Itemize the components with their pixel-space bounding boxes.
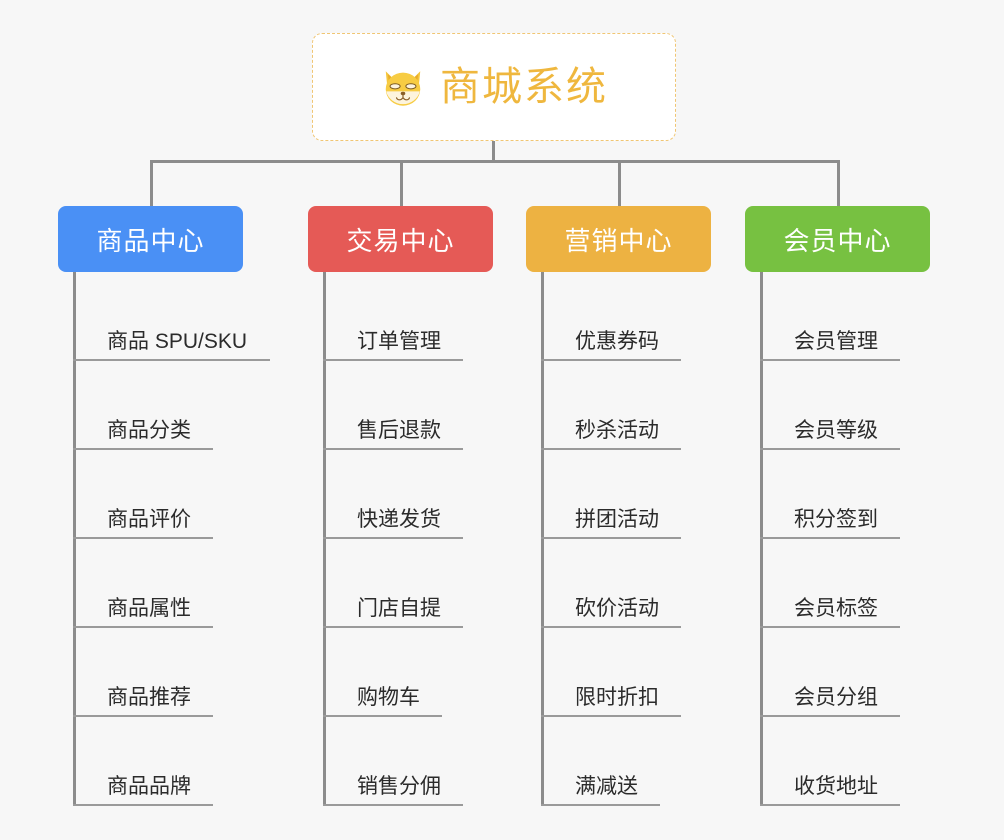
leaf-item[interactable]: 拼团活动: [541, 450, 681, 539]
category-box-marketing-center[interactable]: 营销中心: [526, 206, 711, 272]
shiba-dog-icon: [385, 71, 421, 106]
leaf-item-label: 商品评价: [107, 508, 191, 531]
leaf-item-label: 会员标签: [794, 597, 878, 620]
leaf-item-label: 秒杀活动: [575, 419, 659, 442]
leaf-item[interactable]: 积分签到: [760, 450, 900, 539]
category-label: 商品中心: [96, 225, 205, 256]
leaf-item[interactable]: 商品分类: [73, 361, 213, 450]
leaf-item-label: 订单管理: [357, 330, 441, 353]
category-box-member-center[interactable]: 会员中心: [745, 206, 930, 272]
connector-horizontal-bus: [150, 160, 840, 163]
leaf-item-label: 购物车: [357, 686, 420, 709]
connector-drop-2: [400, 160, 403, 208]
column-stem: [760, 272, 763, 806]
category-label: 会员中心: [783, 225, 892, 256]
leaf-item[interactable]: 门店自提: [323, 539, 463, 628]
leaf-item[interactable]: 快递发货: [323, 450, 463, 539]
leaf-item-label: 会员管理: [794, 330, 878, 353]
leaf-item-label: 优惠券码: [575, 330, 659, 353]
leaf-item-label: 会员等级: [794, 419, 878, 442]
leaf-item[interactable]: 会员标签: [760, 539, 900, 628]
leaf-item[interactable]: 商品品牌: [73, 717, 213, 806]
leaf-item[interactable]: 订单管理: [323, 272, 463, 361]
leaf-item[interactable]: 会员管理: [760, 272, 900, 361]
leaf-item[interactable]: 优惠券码: [541, 272, 681, 361]
leaf-item-label: 会员分组: [794, 686, 878, 709]
leaf-item-label: 门店自提: [357, 597, 441, 620]
leaf-item-label: 砍价活动: [575, 597, 659, 620]
leaf-item-label: 商品推荐: [107, 686, 191, 709]
category-box-trade-center[interactable]: 交易中心: [308, 206, 493, 272]
leaf-item[interactable]: 商品属性: [73, 539, 213, 628]
leaf-item[interactable]: 商品 SPU/SKU: [73, 272, 270, 361]
leaf-item[interactable]: 满减送: [541, 717, 660, 806]
leaf-item-label: 积分签到: [794, 508, 878, 531]
column-stem: [323, 272, 326, 806]
leaf-item[interactable]: 限时折扣: [541, 628, 681, 717]
leaf-item-label: 满减送: [575, 775, 638, 798]
leaf-item-label: 商品分类: [107, 419, 191, 442]
leaf-item-label: 商品 SPU/SKU: [107, 330, 248, 353]
leaf-item-label: 售后退款: [357, 419, 441, 442]
connector-root-stem: [492, 141, 495, 163]
root-title: 商城系统: [440, 65, 608, 109]
leaf-item[interactable]: 会员等级: [760, 361, 900, 450]
leaf-item[interactable]: 秒杀活动: [541, 361, 681, 450]
leaf-item[interactable]: 商品评价: [73, 450, 213, 539]
connector-drop-4: [837, 160, 840, 208]
column-stem: [541, 272, 544, 806]
leaf-item-label: 商品品牌: [107, 775, 191, 798]
connector-drop-3: [618, 160, 621, 208]
leaf-item[interactable]: 售后退款: [323, 361, 463, 450]
leaf-item-label: 销售分佣: [357, 775, 441, 798]
leaf-item-label: 快递发货: [357, 508, 441, 531]
leaf-item[interactable]: 砍价活动: [541, 539, 681, 628]
category-label: 营销中心: [564, 225, 673, 256]
leaf-item[interactable]: 收货地址: [760, 717, 900, 806]
root-node[interactable]: 商城系统: [312, 33, 676, 141]
leaf-item[interactable]: 购物车: [323, 628, 442, 717]
connector-drop-1: [150, 160, 153, 208]
leaf-item[interactable]: 商品推荐: [73, 628, 213, 717]
column-stem: [73, 272, 76, 806]
leaf-item-label: 限时折扣: [575, 686, 659, 709]
leaf-item[interactable]: 会员分组: [760, 628, 900, 717]
leaf-item-label: 拼团活动: [575, 508, 659, 531]
leaf-item[interactable]: 销售分佣: [323, 717, 463, 806]
category-label: 交易中心: [346, 225, 455, 256]
leaf-item-label: 收货地址: [794, 775, 878, 798]
leaf-item-label: 商品属性: [107, 597, 191, 620]
category-box-product-center[interactable]: 商品中心: [58, 206, 243, 272]
